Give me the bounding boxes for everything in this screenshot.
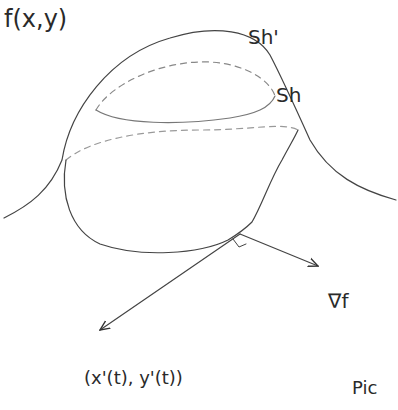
gradient-arrow	[240, 234, 318, 266]
picture-note: Pic	[352, 378, 377, 398]
gradient-label: ∇f	[328, 290, 348, 312]
level-set-label: Sh	[276, 84, 301, 106]
tangent-arrow	[100, 234, 240, 330]
surface-outline	[4, 31, 396, 218]
level-curve-upper	[96, 62, 275, 110]
tangent-vector-label: (x'(t), y'(t))	[84, 368, 183, 388]
level-curve-upper-front	[96, 96, 275, 123]
right-angle-mark	[233, 239, 246, 247]
level-curve-back	[66, 126, 298, 160]
function-label: f(x,y)	[4, 6, 67, 32]
level-curve	[64, 130, 298, 253]
level-set-label: Sh'	[248, 26, 279, 48]
